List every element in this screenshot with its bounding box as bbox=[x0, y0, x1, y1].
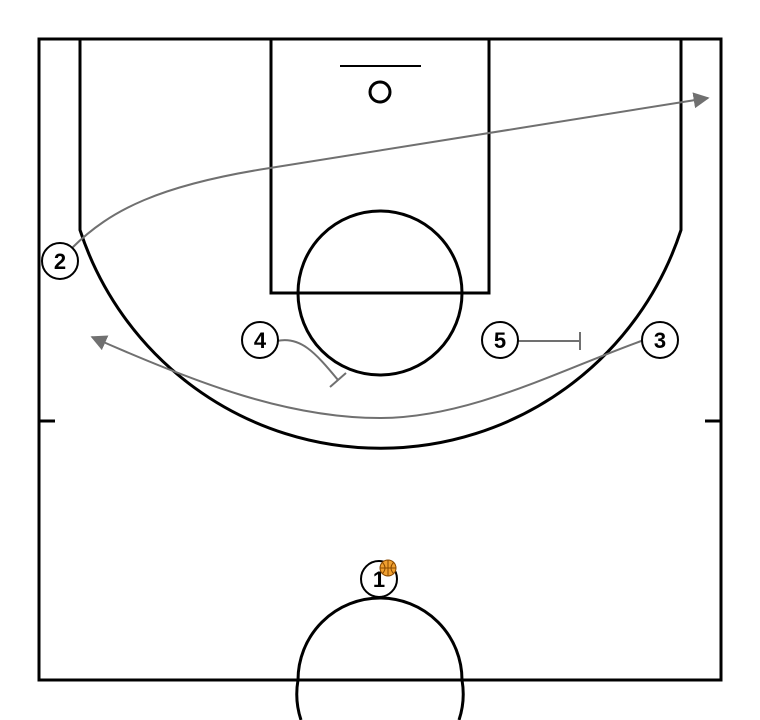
cut-path-player-2 bbox=[71, 92, 710, 249]
player-5: 5 bbox=[481, 321, 519, 359]
player-3-label: 3 bbox=[654, 328, 666, 353]
paint-lane bbox=[269, 37, 491, 295]
player-2-label: 2 bbox=[54, 249, 66, 274]
hoop bbox=[368, 80, 392, 104]
free-throw-circle bbox=[296, 209, 464, 377]
player-3: 3 bbox=[641, 321, 679, 359]
cut-path-player-3 bbox=[90, 335, 645, 420]
three-point-line bbox=[78, 39, 683, 450]
player-5-label: 5 bbox=[494, 328, 506, 353]
center-circle-lower bbox=[295, 679, 465, 720]
court bbox=[37, 37, 723, 720]
basketball-icon bbox=[379, 559, 397, 577]
screen-path-player-4 bbox=[276, 339, 339, 381]
player-2: 2 bbox=[41, 242, 79, 280]
center-circle bbox=[296, 596, 464, 681]
player-4: 4 bbox=[241, 321, 279, 359]
screen-bar-player-4 bbox=[329, 372, 347, 388]
movements bbox=[71, 92, 710, 420]
player-4-label: 4 bbox=[254, 328, 267, 353]
